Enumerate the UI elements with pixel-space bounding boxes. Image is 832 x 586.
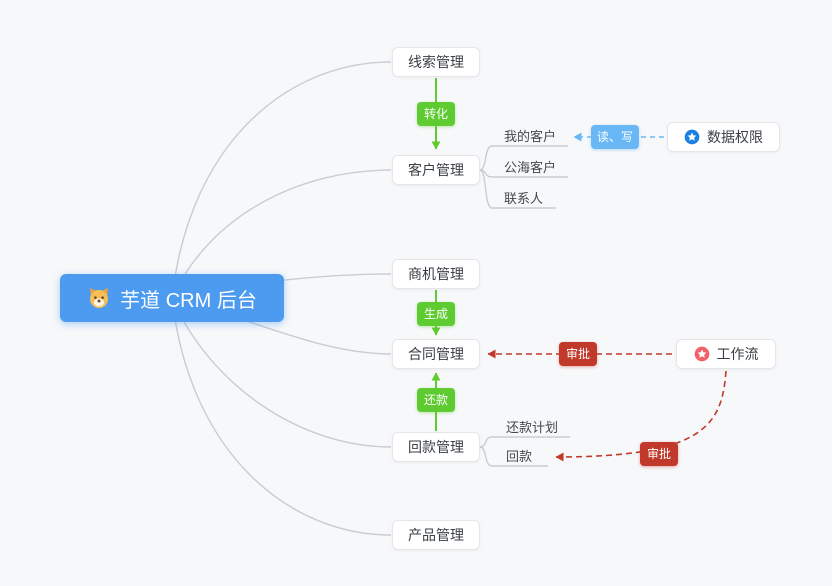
leaf-contact[interactable]: 联系人 [504, 191, 544, 206]
curve-receivable-to-receipt [479, 446, 548, 467]
dog-icon [87, 286, 111, 310]
edge-label-approve-receipt: 审批 [640, 442, 678, 466]
edge-label-read-write: 读、写 [591, 125, 639, 149]
node-label: 产品管理 [408, 527, 464, 543]
curve-customer-to-contact [479, 169, 556, 209]
arrow-workflow-to-receipt [555, 370, 727, 462]
node-receivable-management[interactable]: 回款管理 [392, 432, 480, 462]
root-node-crm-backend[interactable]: 芋道 CRM 后台 [60, 274, 284, 322]
node-label: 数据权限 [707, 129, 763, 145]
curve-root-to-receivable [171, 297, 392, 448]
edge-label-transform: 转化 [417, 102, 455, 126]
curve-receivable-to-repayment-plan [479, 436, 570, 448]
node-label: 线索管理 [408, 54, 464, 70]
node-label: 工作流 [716, 346, 759, 362]
leaf-repayment-plan[interactable]: 还款计划 [506, 420, 559, 435]
node-lead-management[interactable]: 线索管理 [392, 47, 480, 77]
node-customer-management[interactable]: 客户管理 [392, 155, 480, 185]
node-opportunity-management[interactable]: 商机管理 [392, 259, 480, 289]
curve-root-to-lead [171, 61, 392, 299]
node-product-management[interactable]: 产品管理 [392, 520, 480, 550]
node-data-permission[interactable]: 数据权限 [667, 122, 780, 152]
node-workflow[interactable]: 工作流 [676, 339, 776, 369]
leaf-receipt[interactable]: 回款 [506, 449, 533, 464]
node-label: 客户管理 [408, 162, 464, 178]
edge-label-approve-contract: 审批 [559, 342, 597, 366]
leaf-public-customer[interactable]: 公海客户 [504, 160, 557, 175]
curve-customer-to-my-customer [479, 145, 568, 171]
node-label: 回款管理 [408, 439, 464, 455]
node-label: 商机管理 [408, 266, 464, 282]
root-label: 芋道 CRM 后台 [120, 289, 257, 312]
node-label: 合同管理 [408, 346, 464, 362]
node-contract-management[interactable]: 合同管理 [392, 339, 480, 369]
edge-label-generate: 生成 [417, 302, 455, 326]
edge-label-repay: 还款 [417, 388, 455, 412]
workflow-star-icon [694, 346, 710, 362]
leaf-my-customer[interactable]: 我的客户 [504, 129, 557, 144]
data-permission-star-icon [684, 129, 700, 145]
curve-root-to-product [171, 297, 392, 536]
curve-root-to-customer [171, 169, 392, 299]
